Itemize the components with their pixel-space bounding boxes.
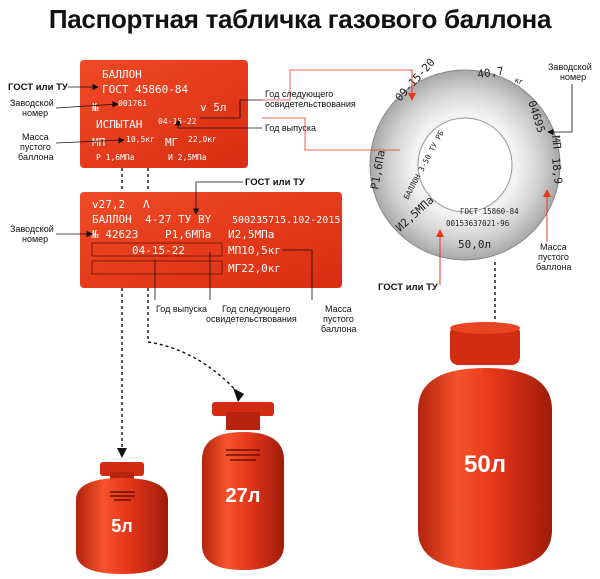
svg-text:баллона: баллона	[536, 262, 572, 272]
cylinder-5l: 5л	[76, 462, 168, 574]
svg-text:Масса: Масса	[22, 132, 49, 142]
page-title: Паспортная табличка газового баллона	[48, 4, 552, 34]
svg-text:номер: номер	[22, 108, 48, 118]
svg-text:Год следующего: Год следующего	[222, 304, 290, 314]
cylinder-50l-label: 50л	[464, 451, 506, 478]
plate-small-p: Р 1,6МПа	[96, 153, 135, 162]
cylinder-50l: 50л	[418, 322, 552, 570]
ring-mp-val: 18,9	[549, 157, 565, 185]
plate-large-mg: МГ22,0кг	[228, 262, 281, 275]
ring-valve-collar: 09-15-20 40,7 кг 04695 МП 18,9 Р1,6Па И2…	[368, 56, 565, 261]
svg-text:пустого: пустого	[538, 252, 569, 262]
svg-text:Год выпуска: Год выпуска	[265, 123, 316, 133]
plate-large-line2c: 500235715.102-2015	[232, 215, 340, 226]
plate-large-p: Р1,6МПа	[165, 228, 211, 241]
svg-text:баллона: баллона	[18, 152, 54, 162]
svg-text:освидетельствования: освидетельствования	[265, 99, 356, 109]
label-gost-small: ГОСТ или ТУ	[8, 82, 68, 93]
svg-text:Масса: Масса	[540, 242, 567, 252]
svg-text:Заводской: Заводской	[10, 98, 54, 108]
svg-text:Λ: Λ	[143, 198, 150, 211]
plate-large-i: И2,5МПа	[228, 228, 274, 241]
plate-large-date: 04-15-22	[132, 244, 185, 257]
svg-text:Год выпуска: Год выпуска	[156, 304, 207, 314]
ring-vol: 50,0л	[458, 238, 491, 251]
plate-small-mp-val: 10,5кг	[126, 135, 155, 144]
plate-large-serial: № 42623	[92, 228, 138, 241]
ring-weight: 40,7	[477, 64, 505, 81]
plate-small-volume: v 5л	[200, 101, 227, 114]
svg-text:номер: номер	[560, 72, 586, 82]
svg-text:пустого: пустого	[323, 314, 354, 324]
svg-text:освидетельствования: освидетельствования	[206, 314, 297, 324]
svg-text:Заводской: Заводской	[548, 62, 592, 72]
cylinder-5l-label: 5л	[111, 516, 132, 536]
svg-text:пустого: пустого	[20, 142, 51, 152]
svg-text:баллона: баллона	[321, 324, 357, 334]
plate-small-line1: БАЛЛОН	[102, 68, 142, 81]
cylinder-27l: 27л	[202, 402, 284, 570]
plate-small-line2: ГОСТ 45860-84	[102, 83, 188, 96]
label-gost-large: ГОСТ или ТУ	[245, 177, 305, 188]
plate-small-tested: ИСПЫТАН	[96, 118, 142, 131]
ring-inner2: ГОСТ 15860-84	[460, 207, 519, 216]
svg-text:номер: номер	[22, 234, 48, 244]
plate-large-line2b: 4-27 ТУ BY	[145, 213, 212, 226]
label-gost-ring: ГОСТ или ТУ	[378, 282, 438, 293]
plate-small-mg-val: 22,0кг	[188, 135, 217, 144]
plate-large-mp: МП10,5кг	[228, 244, 281, 257]
plate-small-date: 04-15-22	[158, 117, 197, 126]
svg-text:Заводской: Заводской	[10, 224, 54, 234]
plate-small-mp: МП	[92, 136, 105, 149]
svg-text:кг: кг	[513, 75, 524, 86]
plate-small-serial: 001761	[118, 99, 147, 108]
svg-text:Год следующего: Год следующего	[265, 89, 333, 99]
plate-large-line2a: БАЛЛОН	[92, 213, 132, 226]
cylinder-27l-label: 27л	[226, 485, 261, 507]
plate-small: БАЛЛОН ГОСТ 45860-84 № 001761 v 5л ИСПЫТ…	[80, 60, 248, 168]
plate-large: v27,2 Λ БАЛЛОН 4-27 ТУ BY 500235715.102-…	[80, 192, 342, 288]
plate-small-i: И 2,5МПа	[168, 153, 207, 162]
ring-mp: МП	[549, 135, 563, 150]
plate-large-v: v27,2	[92, 198, 125, 211]
svg-text:Масса: Масса	[325, 304, 352, 314]
svg-text:№: №	[92, 101, 99, 114]
ring-inner3: 00153637021-96	[446, 219, 510, 228]
plate-small-mg: МГ	[165, 136, 179, 149]
